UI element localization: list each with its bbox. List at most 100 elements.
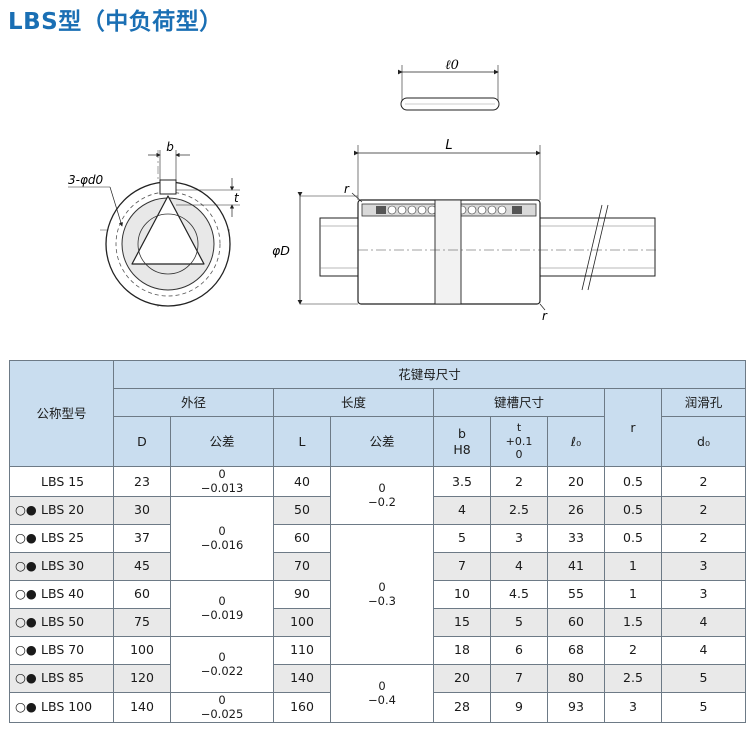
d0-cell: 4 bbox=[661, 607, 746, 637]
D-cell: 60 bbox=[113, 579, 171, 609]
hdr-r: r bbox=[604, 388, 662, 467]
end-view: b t 3-φd0 bbox=[68, 140, 240, 308]
r-cell: 0.5 bbox=[604, 495, 662, 525]
b-cell: 15 bbox=[433, 607, 491, 637]
D-cell: 120 bbox=[113, 663, 171, 693]
hdr-lo: ℓ₀ bbox=[547, 416, 605, 467]
page-title: LBS型（中负荷型） bbox=[8, 9, 223, 35]
D-cell: 100 bbox=[113, 635, 171, 665]
model-cell: ○●LBS 40 bbox=[9, 579, 114, 609]
t-cell: 9 bbox=[490, 691, 548, 723]
hdr-d0: d₀ bbox=[661, 416, 746, 467]
lo-cell: 68 bbox=[547, 635, 605, 665]
holes-label: 3-φd0 bbox=[68, 173, 103, 187]
r-cell: 2.5 bbox=[604, 663, 662, 693]
r-cell: 1 bbox=[604, 579, 662, 609]
t-cell: 5 bbox=[490, 607, 548, 637]
table-row: ○●LBS 40 60 0−0.019 90 10 4.5 55 1 3 bbox=[9, 579, 746, 637]
d0-cell: 3 bbox=[661, 551, 746, 581]
L-cell: 110 bbox=[273, 635, 331, 665]
lo-cell: 55 bbox=[547, 579, 605, 609]
b-cell: 3.5 bbox=[433, 466, 491, 497]
hdr-keyway: 键槽尺寸 bbox=[433, 388, 605, 417]
L-cell: 140 bbox=[273, 663, 331, 693]
hdr-tol1: 公差 bbox=[170, 416, 274, 467]
r-cell: 2 bbox=[604, 635, 662, 665]
t-label: t bbox=[234, 191, 240, 205]
L-cell: 70 bbox=[273, 551, 331, 581]
lo-cell: 26 bbox=[547, 495, 605, 525]
technical-drawing: ℓ0 b t 3-φd0 L bbox=[68, 58, 658, 323]
lo-cell: 60 bbox=[547, 607, 605, 637]
t-cell: 7 bbox=[490, 663, 548, 693]
model-cell: ○●LBS 85 bbox=[9, 663, 114, 693]
t-cell: 4.5 bbox=[490, 579, 548, 609]
b-label: b bbox=[166, 140, 174, 154]
dtol-cell: 0−0.016 bbox=[170, 495, 274, 581]
r-top-label: r bbox=[344, 182, 350, 196]
D-cell: 140 bbox=[113, 691, 171, 723]
D-cell: 45 bbox=[113, 551, 171, 581]
r-bottom-label: r bbox=[542, 309, 548, 323]
table-row: ○●LBS 85 120 140 0−0.4 20 7 80 2.5 5 bbox=[9, 663, 746, 723]
L-cell: 60 bbox=[273, 523, 331, 553]
t-cell: 4 bbox=[490, 551, 548, 581]
D-cell: 23 bbox=[113, 466, 171, 497]
D-cell: 37 bbox=[113, 523, 171, 553]
lo-label: ℓ0 bbox=[445, 58, 459, 73]
table-row: ○●LBS 100 140 0−0.025 160 28 9 93 3 5 bbox=[9, 691, 746, 723]
model-cell: ○●LBS 100 bbox=[9, 691, 114, 723]
D-cell: 75 bbox=[113, 607, 171, 637]
r-cell: 1 bbox=[604, 551, 662, 581]
model-cell: ○●LBS 70 bbox=[9, 635, 114, 665]
model-cell: ○●LBS 30 bbox=[9, 551, 114, 581]
b-cell: 28 bbox=[433, 691, 491, 723]
b-cell: 4 bbox=[433, 495, 491, 525]
hdr-lube: 润滑孔 bbox=[661, 388, 746, 417]
hdr-outer: 外径 bbox=[113, 388, 274, 417]
L-cell: 160 bbox=[273, 691, 331, 723]
t-cell: 3 bbox=[490, 523, 548, 553]
d0-cell: 3 bbox=[661, 579, 746, 609]
model-cell: LBS 15 bbox=[9, 466, 114, 497]
b-cell: 10 bbox=[433, 579, 491, 609]
ltol-cell: 0−0.4 bbox=[330, 663, 434, 723]
d0-cell: 4 bbox=[661, 635, 746, 665]
ltol-cell: 0−0.3 bbox=[330, 523, 434, 665]
hdr-model: 公称型号 bbox=[9, 360, 114, 467]
hdr-length: 长度 bbox=[273, 388, 434, 417]
r-cell: 0.5 bbox=[604, 523, 662, 553]
model-cell: ○●LBS 50 bbox=[9, 607, 114, 637]
ltol-cell: 0−0.2 bbox=[330, 466, 434, 525]
t-cell: 2.5 bbox=[490, 495, 548, 525]
b-cell: 18 bbox=[433, 635, 491, 665]
table-row: ○●LBS 25 37 60 0−0.3 5 3 33 0.5 2 bbox=[9, 523, 746, 665]
d0-cell: 2 bbox=[661, 495, 746, 525]
t-cell: 2 bbox=[490, 466, 548, 497]
d0-cell: 2 bbox=[661, 523, 746, 553]
dtol-cell: 0−0.022 bbox=[170, 635, 274, 693]
b-cell: 20 bbox=[433, 663, 491, 693]
side-view: L φD r r bbox=[272, 138, 658, 323]
L-cell: 50 bbox=[273, 495, 331, 525]
d0-cell: 5 bbox=[661, 691, 746, 723]
model-cell: ○●LBS 25 bbox=[9, 523, 114, 553]
L-cell: 100 bbox=[273, 607, 331, 637]
d0-cell: 2 bbox=[661, 466, 746, 497]
r-cell: 3 bbox=[604, 691, 662, 723]
key-drawing: ℓ0 bbox=[398, 58, 500, 111]
L-label: L bbox=[445, 138, 452, 153]
d0-cell: 5 bbox=[661, 663, 746, 693]
L-cell: 40 bbox=[273, 466, 331, 497]
phiD-label: φD bbox=[272, 243, 290, 258]
t-cell: 6 bbox=[490, 635, 548, 665]
hdr-L: L bbox=[273, 416, 331, 467]
b-cell: 5 bbox=[433, 523, 491, 553]
hdr-flange: 花键母尺寸 bbox=[113, 360, 746, 389]
lo-cell: 93 bbox=[547, 691, 605, 723]
lo-cell: 80 bbox=[547, 663, 605, 693]
b-cell: 7 bbox=[433, 551, 491, 581]
